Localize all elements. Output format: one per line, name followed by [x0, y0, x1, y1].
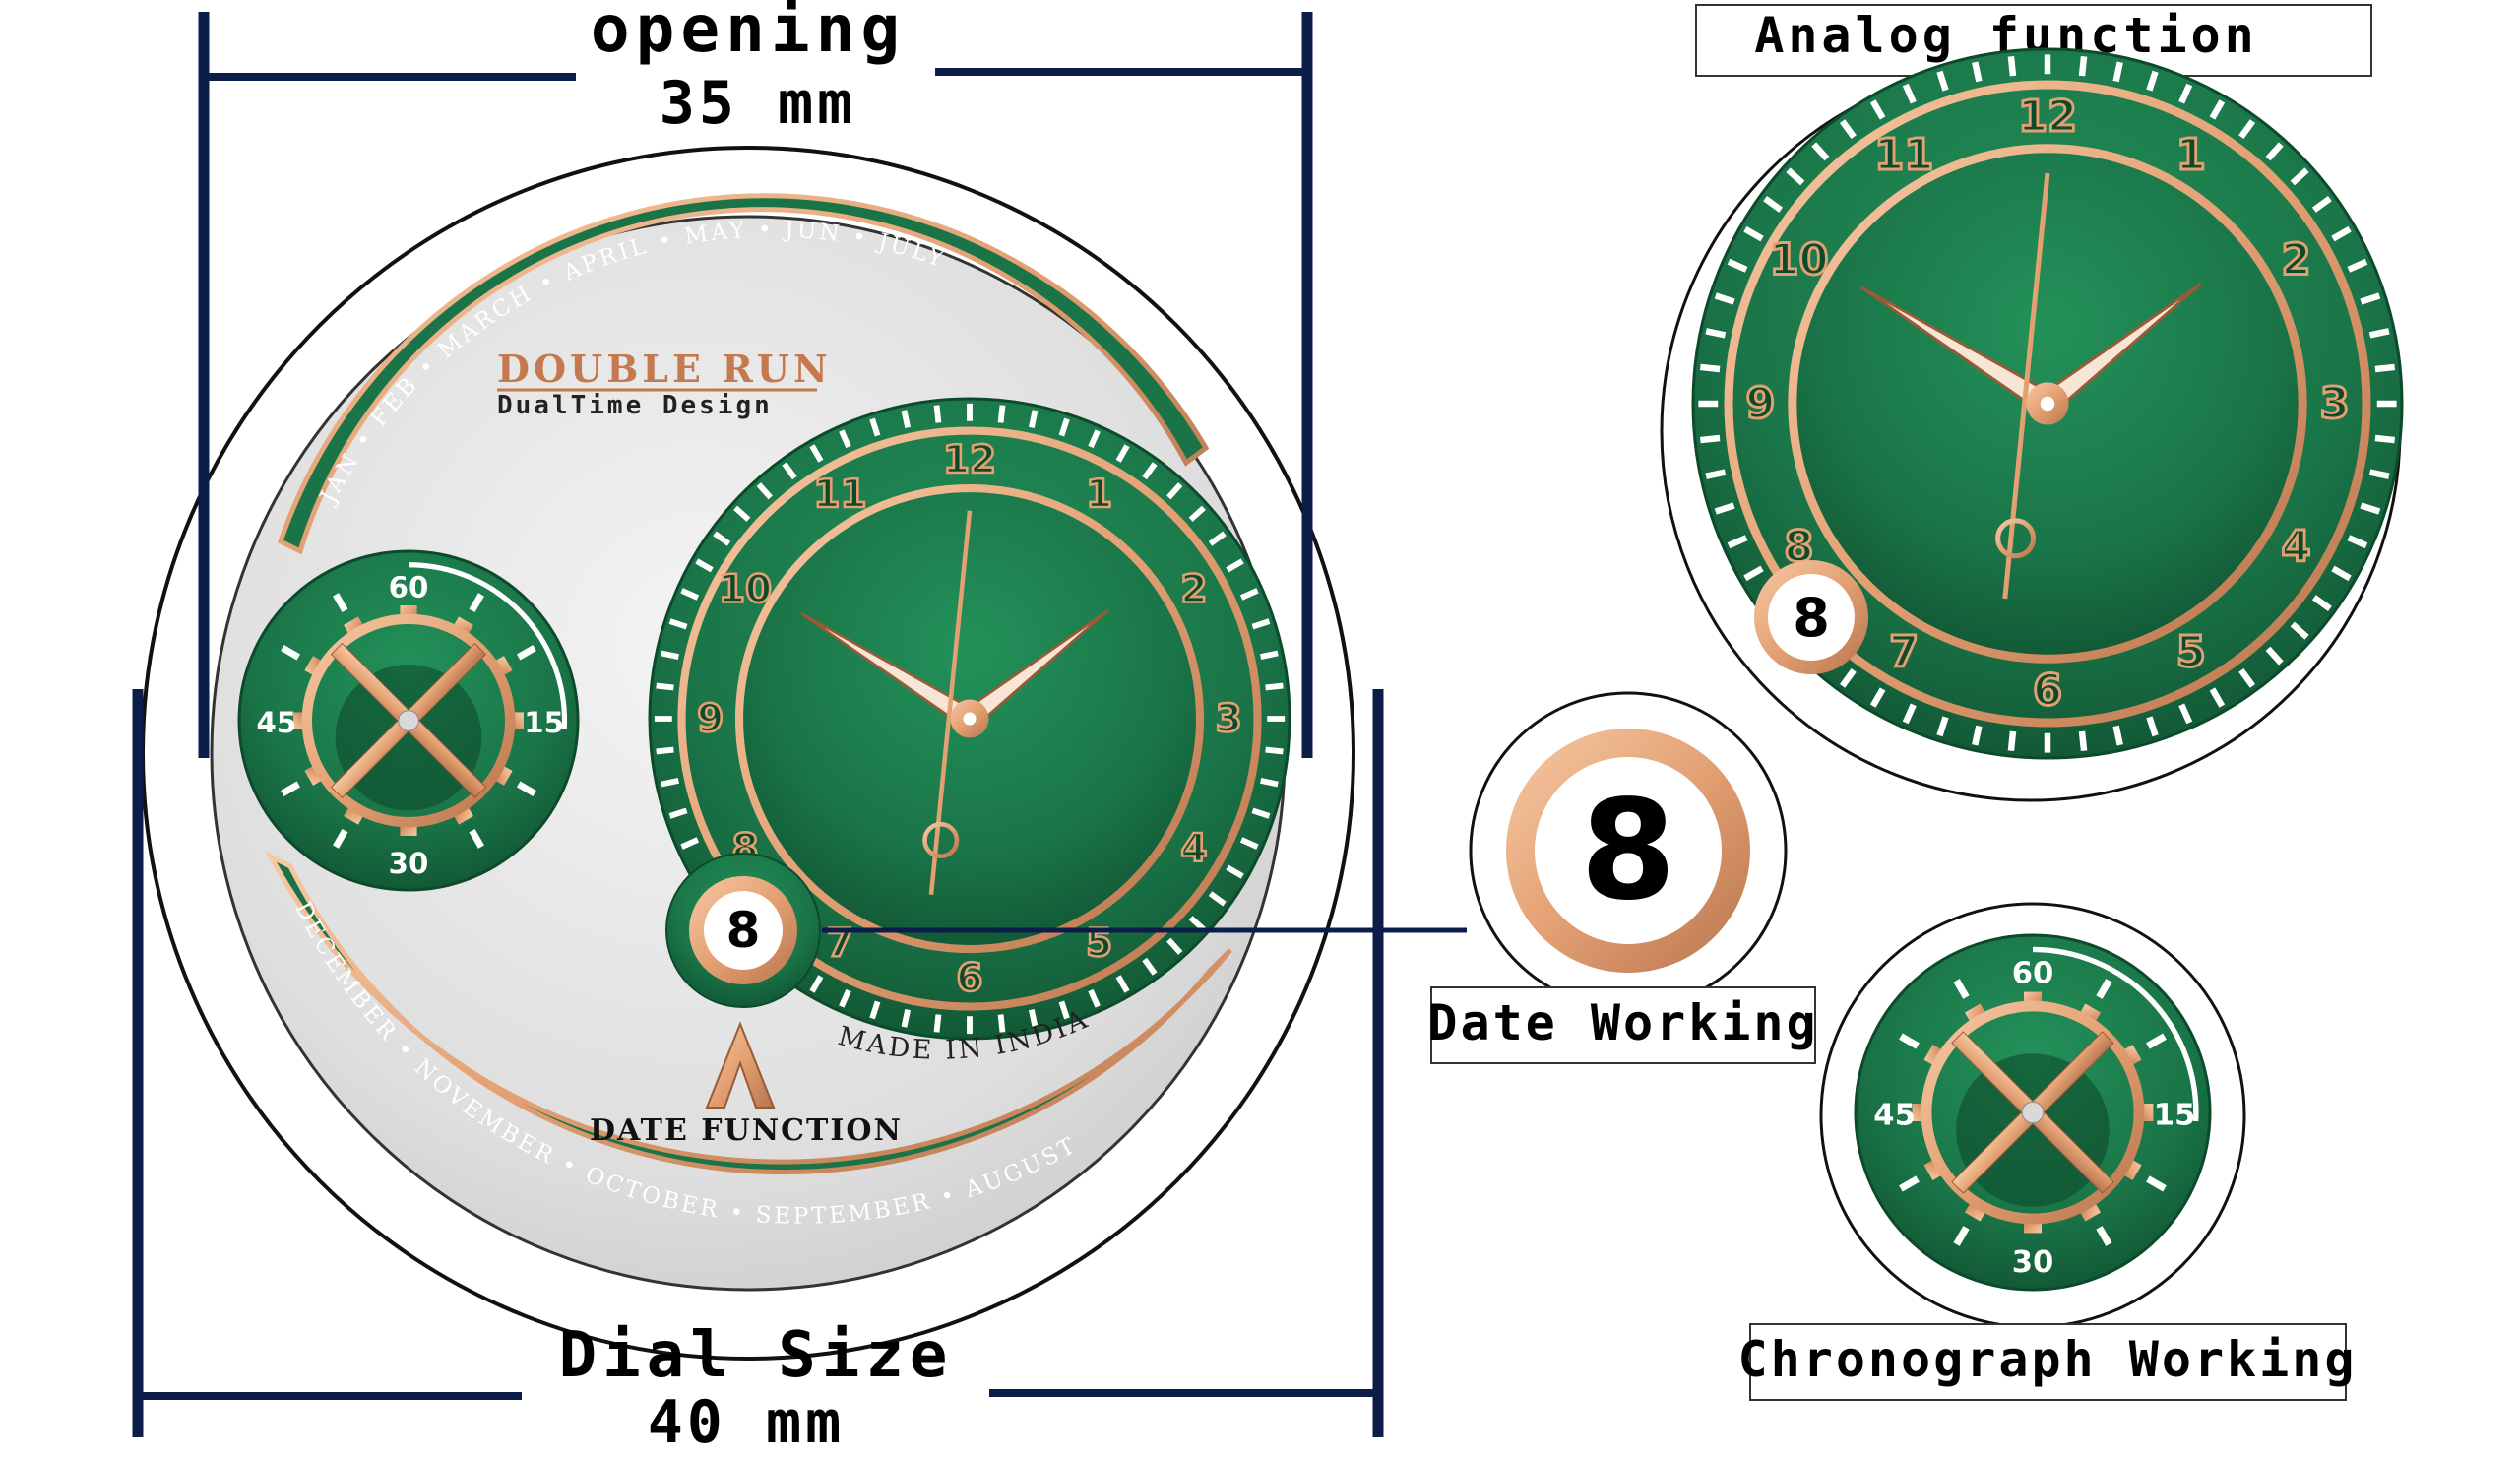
a-logo-icon	[705, 1021, 776, 1109]
date-number: 8	[726, 902, 761, 959]
hour-numeral: 3	[1216, 697, 1242, 741]
date-working-detail: 8 Date Working	[1427, 691, 1818, 1064]
hour-numeral: 1	[2176, 131, 2206, 180]
chrono-zoom-dial: 60 15 30 45	[1854, 933, 2212, 1292]
chrono-numeral: 60	[389, 570, 429, 603]
opening-dimension: opening 35 mm	[198, 0, 1313, 758]
hour-numeral: 10	[719, 567, 772, 611]
hour-numeral: 3	[2320, 379, 2350, 428]
hour-numeral: 11	[1874, 131, 1933, 180]
chrono-numeral: 45	[1873, 1099, 1916, 1133]
hour-numeral: 9	[697, 697, 724, 741]
dial-size-value: 40 mm	[648, 1388, 846, 1453]
chrono-numeral: 30	[389, 847, 429, 880]
analog-zoom-date: 8	[1754, 560, 1868, 674]
chronograph-working-detail: 60 15 30 45 Chronograph Working	[1738, 902, 2358, 1401]
hour-numeral: 7	[1889, 628, 1919, 677]
hour-numeral: 9	[1745, 379, 1775, 428]
opening-title: opening	[591, 0, 906, 67]
chrono-numeral: 60	[2012, 957, 2054, 991]
gear-icon	[301, 613, 516, 828]
chronograph-working-box	[1749, 1323, 2347, 1401]
hour-numeral: 4	[1180, 827, 1207, 871]
analog-zoom-date-number: 8	[1793, 587, 1830, 649]
gear-icon	[1921, 1000, 2145, 1225]
chrono-numeral: 30	[2012, 1245, 2054, 1280]
date-working-box	[1430, 986, 1816, 1064]
date-function-label: DATE FUNCTION	[590, 1113, 903, 1148]
hour-numeral: 6	[956, 956, 982, 1000]
hour-numeral: 12	[2018, 93, 2077, 142]
date-window: 8	[665, 853, 821, 1008]
hour-numeral: 4	[2282, 523, 2311, 572]
hour-numeral: 1	[1086, 473, 1112, 517]
chronograph-working-label: Chronograph Working	[1738, 1331, 2358, 1388]
chrono-numeral: 45	[256, 706, 296, 739]
brand-logo: DOUBLE RUN DualTime Design	[497, 347, 832, 420]
hour-numeral: 2	[1180, 567, 1207, 611]
hour-numeral: 5	[2176, 628, 2206, 677]
date-zoom-number: 8	[1580, 771, 1675, 931]
brand-name: DOUBLE RUN	[497, 347, 832, 391]
hour-numeral: 10	[1769, 236, 1828, 285]
date-working-label: Date Working	[1427, 994, 1818, 1051]
hour-numeral: 6	[2033, 666, 2062, 716]
hour-numeral: 2	[2282, 236, 2311, 285]
date-function-logo: DATE FUNCTION	[590, 1021, 903, 1148]
main-watch: JAN • FEB • MARCH • APRIL • MAY • JUN • …	[141, 146, 1467, 1361]
dial-size-title: Dial Size	[559, 1319, 954, 1392]
opening-value: 35 mm	[660, 69, 857, 138]
hour-numeral: 12	[943, 438, 996, 482]
hour-numeral: 11	[813, 473, 866, 517]
chronograph-subdial: 60 15 30 45	[237, 549, 580, 892]
dial-size-dimension: Dial Size 40 mm	[132, 689, 1384, 1457]
chrono-numeral: 15	[2154, 1099, 2196, 1133]
brand-tagline: DualTime Design	[497, 391, 773, 420]
chrono-numeral: 15	[524, 706, 564, 739]
